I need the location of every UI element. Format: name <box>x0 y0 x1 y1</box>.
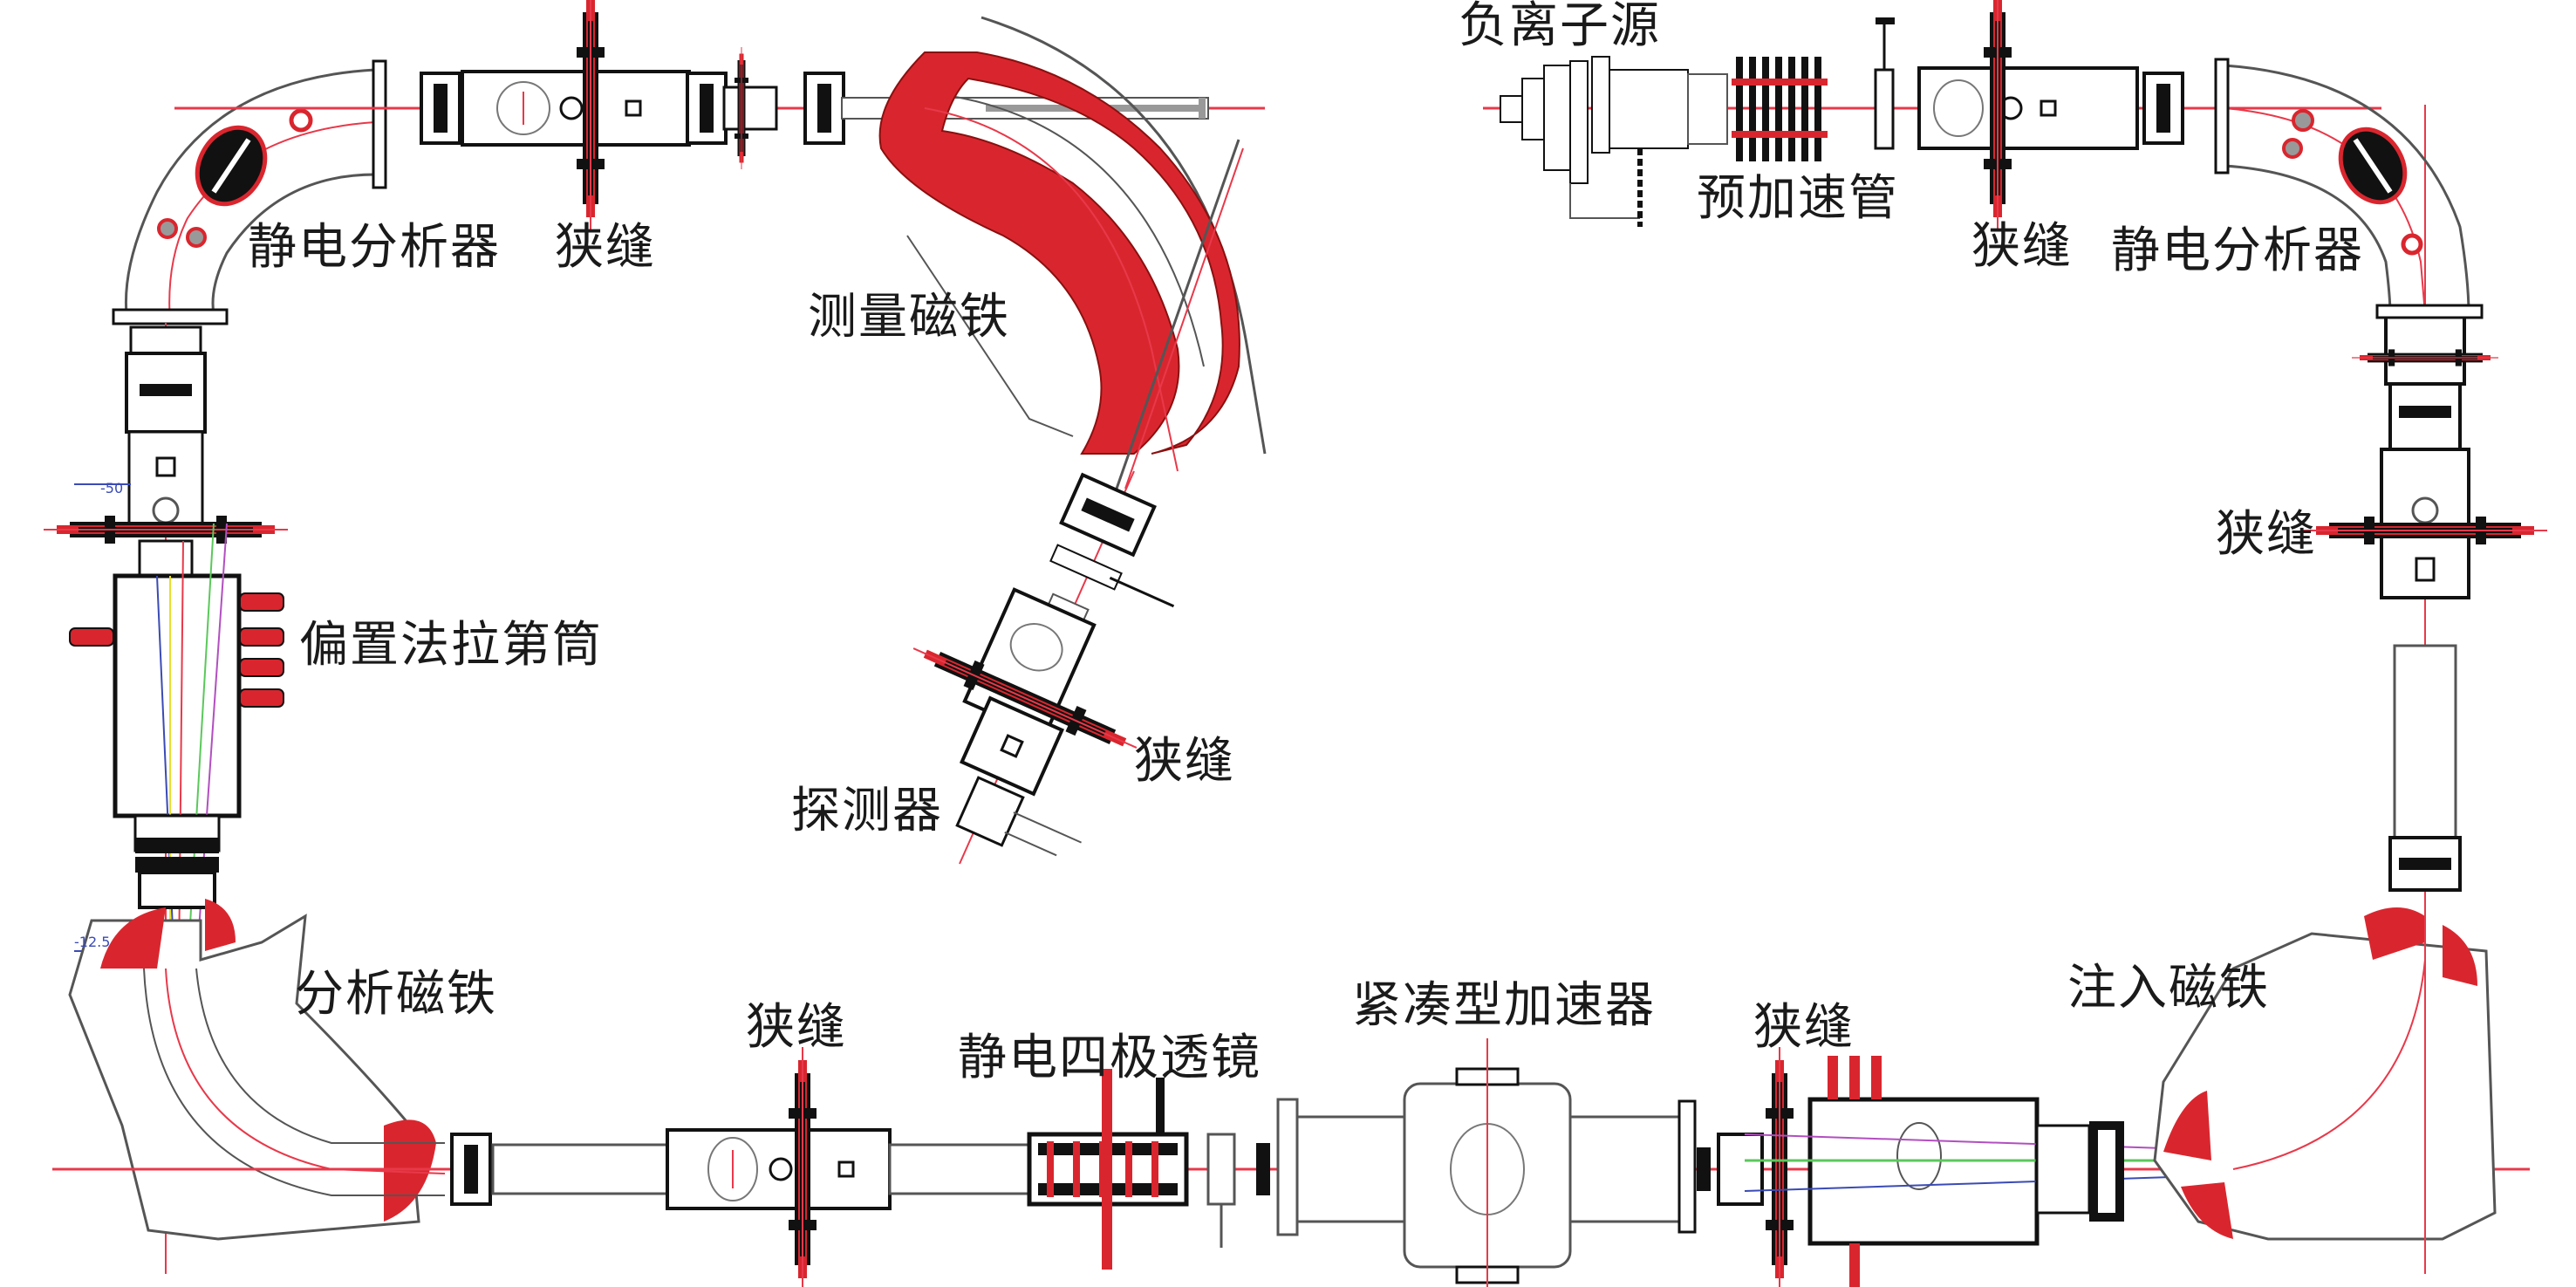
label-injection-magnet: 注入磁铁 <box>2067 960 2270 1017</box>
label-ion-source: 负离子源 <box>1459 0 1661 54</box>
label-slit-top-left: 狭缝 <box>555 219 656 276</box>
right-column <box>2302 105 2548 892</box>
label-offset-faraday-cup: 偏置法拉第筒 <box>299 617 603 674</box>
dimension-label-upper: -50 <box>100 480 123 496</box>
label-measuring-magnet: 测量磁铁 <box>808 289 1010 346</box>
esa-right-component <box>1483 58 2484 319</box>
label-slit-bottom: 狭缝 <box>746 999 847 1056</box>
esa-left-component <box>112 59 387 325</box>
bottom-beamline <box>450 1038 2278 1287</box>
label-slit-right: 狭缝 <box>2216 506 2317 563</box>
label-electrostatic-quadrupole: 静电四极透镜 <box>958 1030 1261 1086</box>
left-column <box>43 323 289 1274</box>
label-pre-accel-tube: 预加速管 <box>1697 170 1899 227</box>
label-compact-accelerator: 紧凑型加速器 <box>1352 977 1656 1034</box>
analyzing-magnet <box>68 899 446 1241</box>
measuring-magnet <box>878 16 1267 489</box>
label-slit-top-right: 狭缝 <box>1971 218 2073 275</box>
label-slit-middle: 狭缝 <box>1134 733 1235 790</box>
label-analyzing-magnet: 分析磁铁 <box>295 966 497 1023</box>
injection-magnet <box>2153 873 2497 1274</box>
label-slit-bottom-right: 狭缝 <box>1753 999 1855 1056</box>
label-detector: 探测器 <box>791 783 943 839</box>
label-esa-right: 静电分析器 <box>2111 222 2364 279</box>
dimension-label-lower: -12.5 <box>74 934 110 950</box>
label-esa-left: 静电分析器 <box>248 219 501 276</box>
top-right-components <box>1500 0 2184 231</box>
detector-arm <box>906 470 1175 865</box>
